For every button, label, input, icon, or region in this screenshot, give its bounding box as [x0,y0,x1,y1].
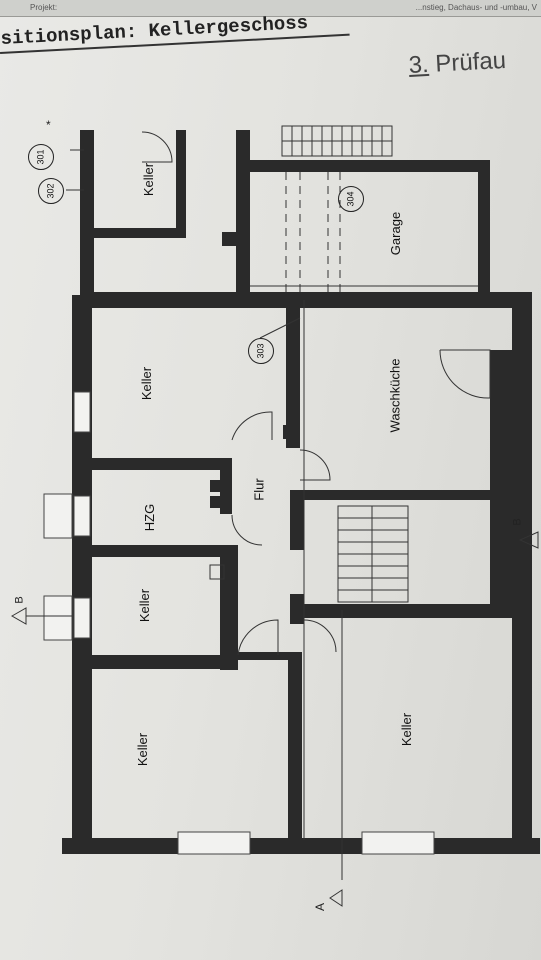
wall-keller-mid-right [286,308,300,448]
wall-keller-mid-bottom [92,458,232,470]
light-well [43,595,73,641]
wall-outer-left-top [80,130,94,295]
column [283,425,297,439]
wall-hzg-right [220,458,232,514]
section-arrow-b-right [518,531,539,549]
windows [43,391,435,855]
window [177,831,251,855]
wall-right-inner [490,350,512,610]
room-flur: Flur [251,478,267,501]
wall-keller-small-right [220,545,238,670]
column [288,675,302,689]
section-lines [10,149,539,907]
window [73,391,91,433]
doors [141,131,491,656]
window [73,495,91,537]
wall-hzg-bottom [92,545,232,557]
asterisk-mark: * [46,118,51,132]
wall-flur-right [290,490,304,550]
wall-stair-bottom [300,604,512,618]
walls [62,130,540,854]
project-description: ...nstieg, Dachaus- und -umbau, V [415,3,537,12]
room-keller-bottom-left: Keller [135,732,151,767]
room-waschkueche: Waschküche [387,358,403,433]
room-keller-top: Keller [141,162,157,197]
wall-door-stub [228,652,298,660]
wall-stair-left [236,130,250,295]
section-label-b-left: B [13,596,26,604]
section-arrow-a [329,889,343,907]
room-keller-bottom-right: Keller [399,712,415,747]
wall-outer-left [72,295,92,850]
marker-303: 303 [248,338,274,364]
wall-bottom-left-room-right [288,652,302,842]
marker-301: 301 [28,144,54,170]
room-keller-small: Keller [137,588,153,623]
wall-stub [222,232,238,246]
project-label: Projekt: [30,3,58,12]
wall-stair-top [300,490,512,500]
room-hzg: HZG [142,503,158,532]
window [73,597,91,639]
marker-302: 302 [38,178,64,204]
section-label-b-right: B [511,518,524,526]
wall-garage-top [250,160,490,172]
wall-keller-top-right [176,130,186,238]
column [210,480,222,492]
wall-keller-small-bottom [92,655,238,669]
wall-keller-top-bottom [94,228,186,238]
light-well [43,493,73,539]
column [210,496,222,508]
room-keller-mid: Keller [139,366,155,401]
marker-304: 304 [338,186,364,212]
wall-row1 [80,292,532,308]
stairs-top [250,125,478,292]
section-arrow-b-left [10,607,27,625]
section-label-a: A [313,902,328,912]
wall-outer-right [512,295,532,850]
window [361,831,435,855]
header-strip: Projekt: ...nstieg, Dachaus- und -umbau,… [0,0,541,17]
wall-garage-right [478,168,490,298]
stairs-inner [337,505,409,603]
room-garage: Garage [388,211,404,256]
